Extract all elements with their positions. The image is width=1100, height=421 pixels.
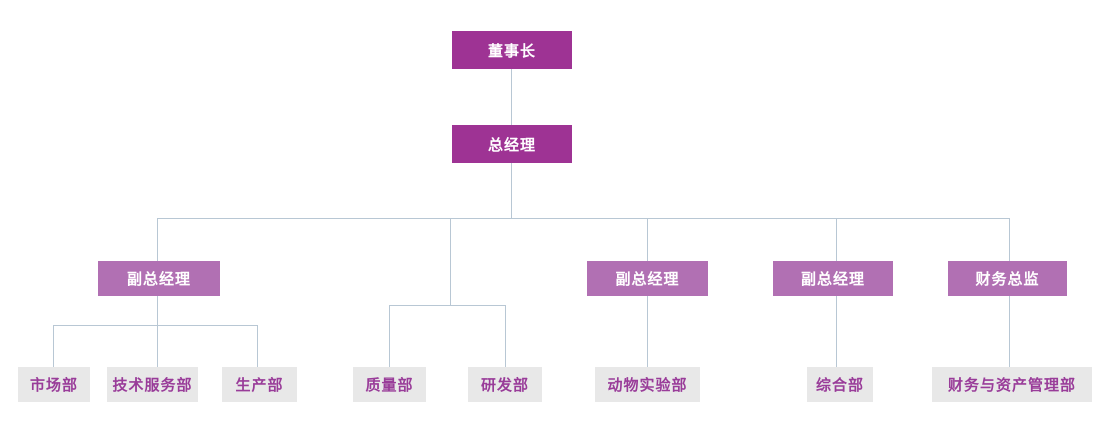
connector-rail-deputy1	[157, 218, 158, 261]
node-dept-rnd: 研发部	[468, 367, 542, 402]
connector-split-quality	[389, 305, 390, 367]
connector-deputy1-down	[157, 296, 158, 367]
node-general-manager: 总经理	[452, 125, 572, 163]
node-deputy-manager-2: 副总经理	[587, 261, 708, 296]
connector-chairman-gm	[511, 69, 512, 125]
connector-rail-deputy3	[836, 218, 837, 261]
connector-rail-deputy2	[647, 218, 648, 261]
node-deputy-manager-1: 副总经理	[98, 261, 220, 296]
node-deputy-manager-3: 副总经理	[773, 261, 893, 296]
connector-rail-finance-director	[1009, 218, 1010, 261]
node-dept-quality: 质量部	[353, 367, 426, 402]
connector-main-rail	[157, 218, 1010, 219]
node-dept-finance-asset: 财务与资产管理部	[932, 367, 1092, 402]
connector-gm-rail	[511, 163, 512, 218]
connector-finance-director-dept	[1009, 296, 1010, 367]
connector-deputy1-split	[53, 325, 257, 326]
connector-deputy2-animal-lab	[647, 296, 648, 367]
node-dept-tech-service: 技术服务部	[107, 367, 198, 402]
node-chairman: 董事长	[452, 31, 572, 69]
node-finance-director: 财务总监	[948, 261, 1067, 296]
connector-deputy3-general	[836, 296, 837, 367]
node-dept-general: 综合部	[807, 367, 873, 402]
connector-split-marketing	[53, 325, 54, 367]
connector-split-rnd	[505, 305, 506, 367]
connector-midbranch-split	[389, 305, 505, 306]
connector-split-production	[257, 325, 258, 367]
node-dept-animal-lab: 动物实验部	[595, 367, 700, 402]
connector-rail-midbranch	[450, 218, 451, 305]
node-dept-marketing: 市场部	[18, 367, 90, 402]
node-dept-production: 生产部	[222, 367, 297, 402]
